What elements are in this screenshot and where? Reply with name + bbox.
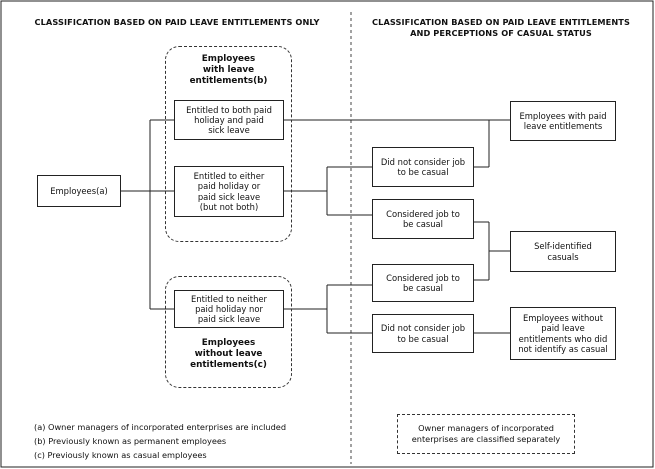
right-heading: CLASSIFICATION BASED ON PAID LEAVE ENTIT… bbox=[372, 17, 630, 39]
box-employees-without: Employees without paid leave entitlement… bbox=[510, 307, 616, 360]
box-considered-2: Considered job to be casual bbox=[372, 264, 474, 302]
box-did-not-consider-1: Did not consider job to be casual bbox=[372, 147, 474, 187]
box-considered-1: Considered job to be casual bbox=[372, 199, 474, 239]
box-employees: Employees(a) bbox=[37, 175, 121, 207]
box-entitled-both: Entitled to both paid holiday and paid s… bbox=[174, 100, 284, 140]
footnote-c: (c) Previously known as casual employees bbox=[34, 450, 207, 460]
group-label-without-leave: Employees without leave entitlements(c) bbox=[190, 338, 267, 370]
group-label-with-leave: Employees with leave entitlements(b) bbox=[189, 54, 268, 86]
footnote-b: (b) Previously known as permanent employ… bbox=[34, 436, 227, 446]
footnote-a: (a) Owner managers of incorporated enter… bbox=[34, 422, 287, 432]
left-heading: CLASSIFICATION BASED ON PAID LEAVE ENTIT… bbox=[34, 17, 320, 27]
box-did-not-consider-2: Did not consider job to be casual bbox=[372, 314, 474, 353]
box-employees-paid-leave: Employees with paid leave entitlements bbox=[510, 101, 616, 141]
box-self-identified-casuals: Self-identified casuals bbox=[510, 231, 616, 272]
group-with-leave bbox=[165, 46, 292, 242]
group-without-leave bbox=[165, 276, 292, 388]
box-entitled-either: Entitled to either paid holiday or paid … bbox=[174, 166, 284, 217]
owner-managers-note: Owner managers of incorporated enterpris… bbox=[397, 414, 575, 454]
box-entitled-neither: Entitled to neither paid holiday nor pai… bbox=[174, 290, 284, 328]
